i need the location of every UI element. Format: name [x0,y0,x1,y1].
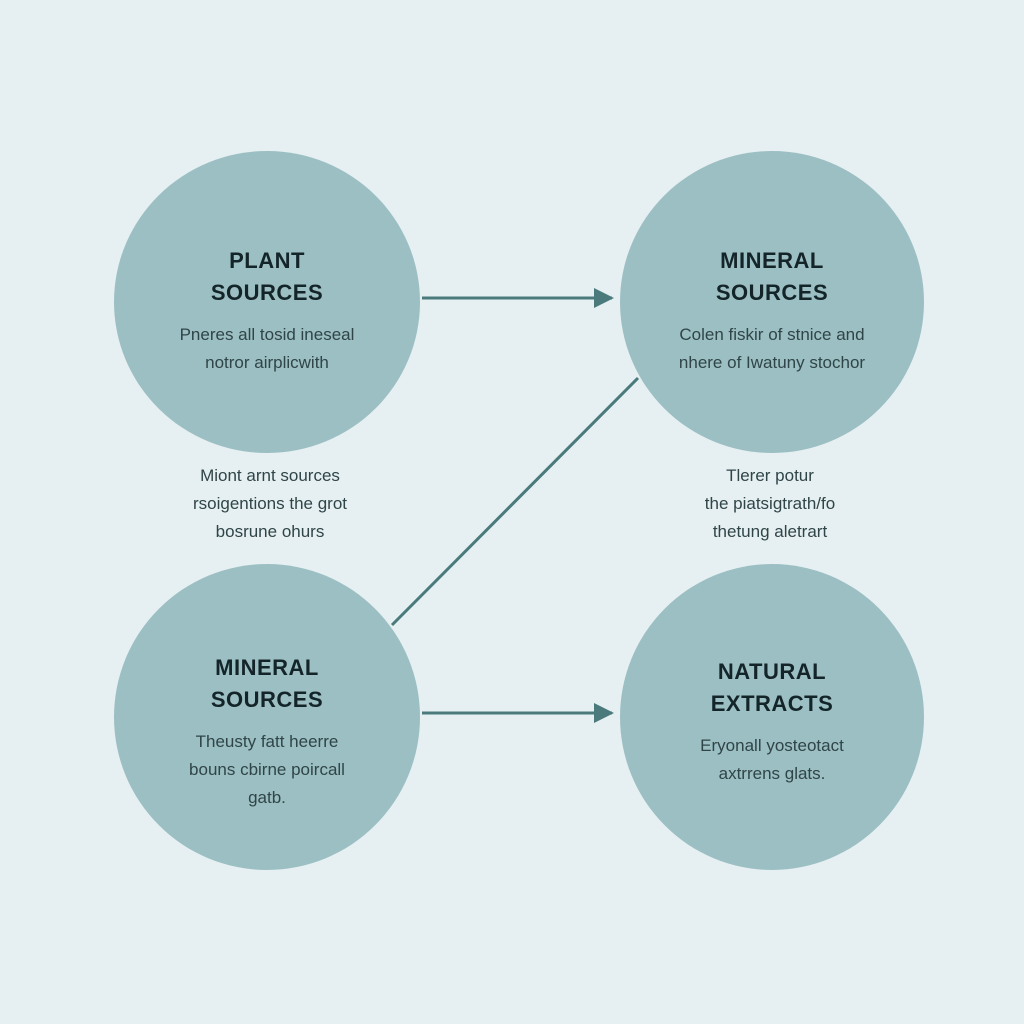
node-description: Colen fiskir of stnice and nhere of Iwat… [678,325,866,372]
node-mineral-sources-top: MINERAL SOURCES Colen fiskir of stnice a… [620,151,924,453]
node-plant-sources: PLANT SOURCES Pneres all tosid ineseal n… [114,151,420,453]
node-description: Theusty fatt heerre bouns cbirne poircal… [189,732,345,807]
node-mineral-sources-bottom: MINERAL SOURCES Theusty fatt heerre boun… [114,564,420,870]
node-title: MINERAL SOURCES [210,655,324,712]
node-natural-extracts: NATURAL EXTRACTS Eryonall yosteotact axt… [620,564,924,870]
node-title: MINERAL SOURCES [715,248,829,305]
node-description: Pneres all tosid ineseal notror airplicw… [179,325,355,372]
caption-left: Miont arnt sources rsoigentions the grot… [192,466,348,541]
node-description: Eryonall yosteotact axtrrens glats. [700,736,844,783]
caption-right: Tlerer potur the piatsigtrath/fo thetung… [704,466,836,541]
node-title: NATURAL EXTRACTS [710,659,834,716]
connector-diagonal [390,376,640,627]
node-title: PLANT SOURCES [210,248,324,305]
